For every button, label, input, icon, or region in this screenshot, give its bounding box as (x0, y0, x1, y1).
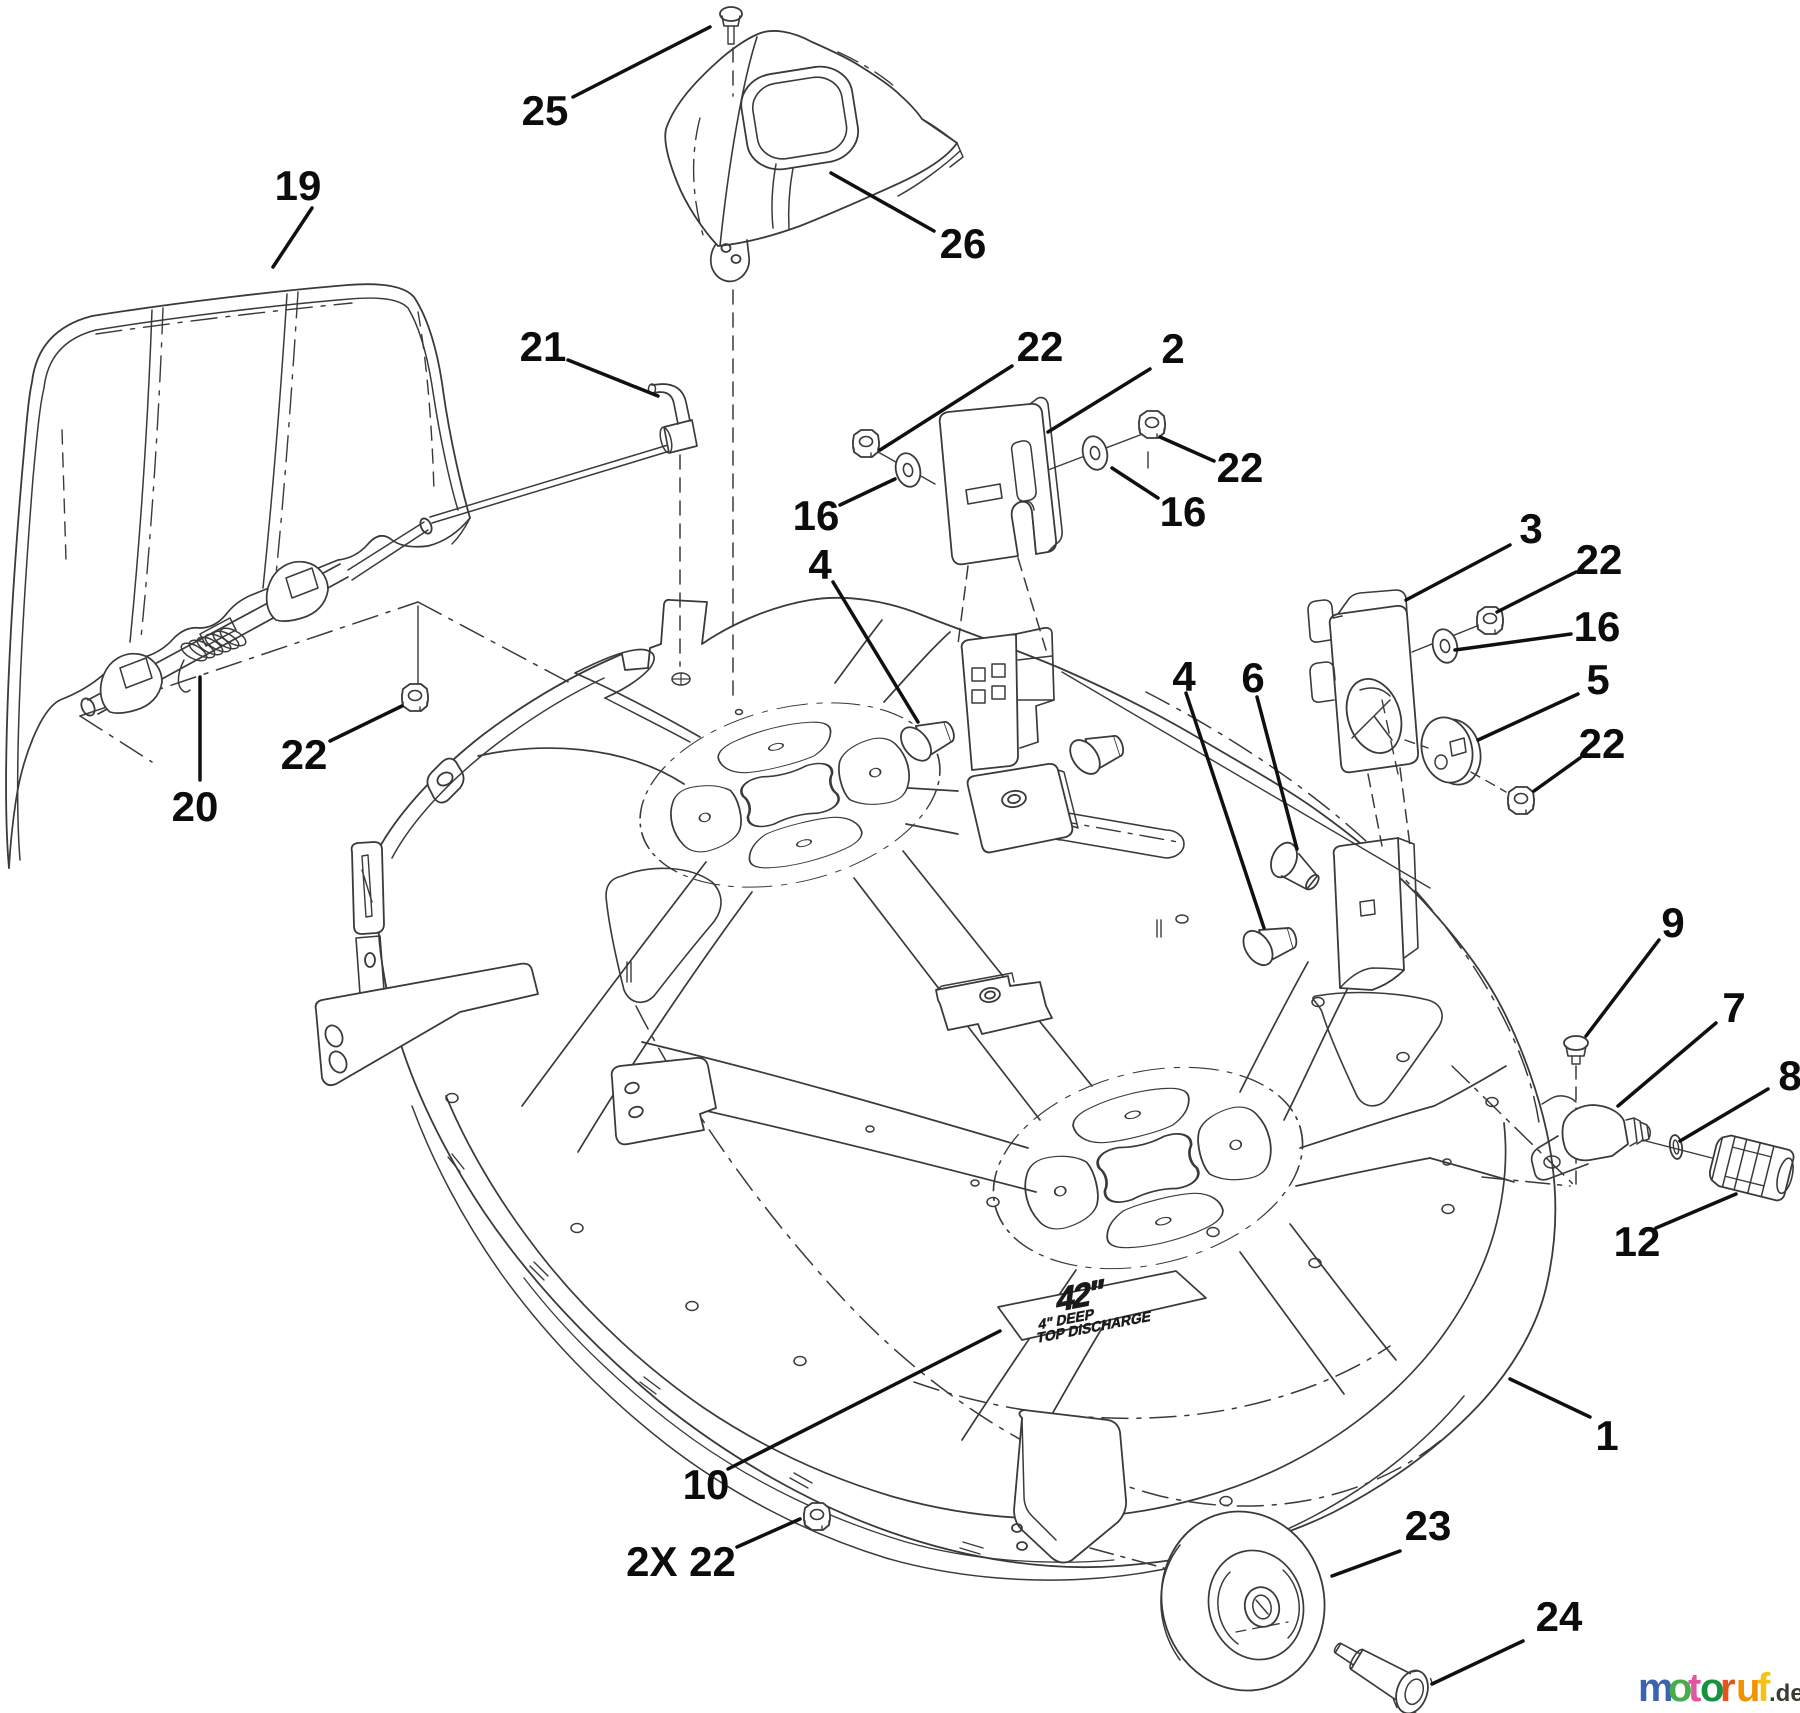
svg-text:25: 25 (522, 87, 569, 134)
svg-text:16: 16 (1574, 603, 1621, 650)
svg-text:f: f (1757, 1666, 1771, 1710)
svg-text:r: r (1720, 1666, 1736, 1710)
svg-text:9: 9 (1661, 899, 1684, 946)
svg-text:12: 12 (1614, 1218, 1661, 1265)
svg-text:1: 1 (1595, 1412, 1618, 1459)
svg-text:2: 2 (1161, 325, 1184, 372)
svg-text:t: t (1688, 1666, 1701, 1710)
svg-text:u: u (1736, 1666, 1760, 1710)
svg-text:7: 7 (1722, 984, 1745, 1031)
svg-text:6: 6 (1241, 654, 1264, 701)
svg-text:20: 20 (172, 783, 219, 830)
svg-text:8: 8 (1778, 1052, 1800, 1099)
svg-text:o: o (1668, 1666, 1692, 1710)
svg-text:24: 24 (1536, 1593, 1583, 1640)
svg-text:21: 21 (520, 323, 567, 370)
svg-text:4: 4 (1172, 653, 1196, 700)
svg-text:5: 5 (1586, 656, 1609, 703)
svg-text:o: o (1700, 1666, 1724, 1710)
svg-text:10: 10 (683, 1461, 730, 1508)
svg-text:m: m (1638, 1666, 1674, 1710)
svg-text:23: 23 (1405, 1502, 1452, 1549)
svg-text:16: 16 (793, 492, 840, 539)
svg-text:26: 26 (940, 220, 987, 267)
svg-text:22: 22 (1217, 444, 1264, 491)
svg-text:.de: .de (1769, 1680, 1800, 1707)
svg-text:3: 3 (1519, 505, 1542, 552)
svg-text:22: 22 (281, 731, 328, 778)
svg-text:16: 16 (1160, 488, 1207, 535)
svg-text:4: 4 (808, 541, 832, 588)
svg-text:19: 19 (275, 162, 322, 209)
svg-text:42": 42" (1054, 1272, 1104, 1319)
svg-text:22: 22 (1017, 323, 1064, 370)
svg-text:22: 22 (1579, 720, 1626, 767)
svg-text:2X 22: 2X 22 (626, 1538, 736, 1585)
svg-text:22: 22 (1576, 536, 1623, 583)
